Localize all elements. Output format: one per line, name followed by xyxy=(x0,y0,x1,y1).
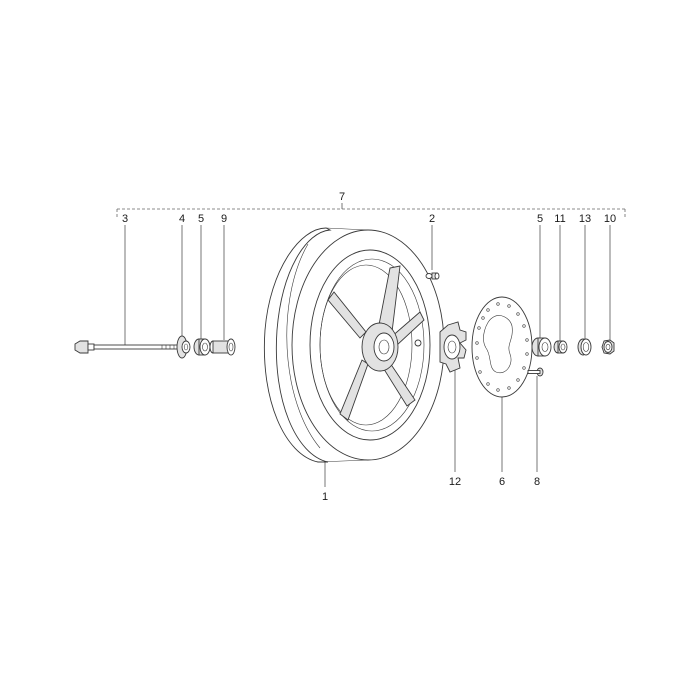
callout-5-left: 5 xyxy=(198,213,204,225)
bearing-left xyxy=(193,338,211,356)
callout-7: 7 xyxy=(339,191,345,203)
bearing-right xyxy=(531,337,552,357)
callout-10: 10 xyxy=(604,213,616,225)
spacer-tube xyxy=(209,338,236,356)
brake-disc xyxy=(471,296,533,398)
callout-labels: 7 3 4 5 9 2 5 11 13 10 1 12 6 8 xyxy=(122,191,616,503)
speedometer-drive xyxy=(439,321,467,373)
callout-1: 1 xyxy=(322,491,328,503)
spacer-flange xyxy=(176,335,191,359)
spacer-ring xyxy=(553,340,568,354)
group-bracket-7 xyxy=(116,203,626,218)
axle-nut xyxy=(601,339,615,355)
callout-3: 3 xyxy=(122,213,128,225)
callout-2: 2 xyxy=(429,213,435,225)
axle-bolt xyxy=(74,340,183,354)
callout-4: 4 xyxy=(179,213,185,225)
valve-cap xyxy=(425,272,440,280)
callout-12: 12 xyxy=(449,476,461,488)
leader-lines xyxy=(124,225,611,487)
callout-13: 13 xyxy=(579,213,591,225)
callout-6: 6 xyxy=(499,476,505,488)
disc-screw xyxy=(527,367,544,377)
callout-11: 11 xyxy=(554,213,565,225)
oil-seal xyxy=(577,338,592,356)
callout-9: 9 xyxy=(221,213,227,225)
callout-5-right: 5 xyxy=(537,213,543,225)
disc-vent-holes xyxy=(475,302,529,392)
callout-8: 8 xyxy=(534,476,540,488)
wheel-assembly xyxy=(263,227,445,463)
